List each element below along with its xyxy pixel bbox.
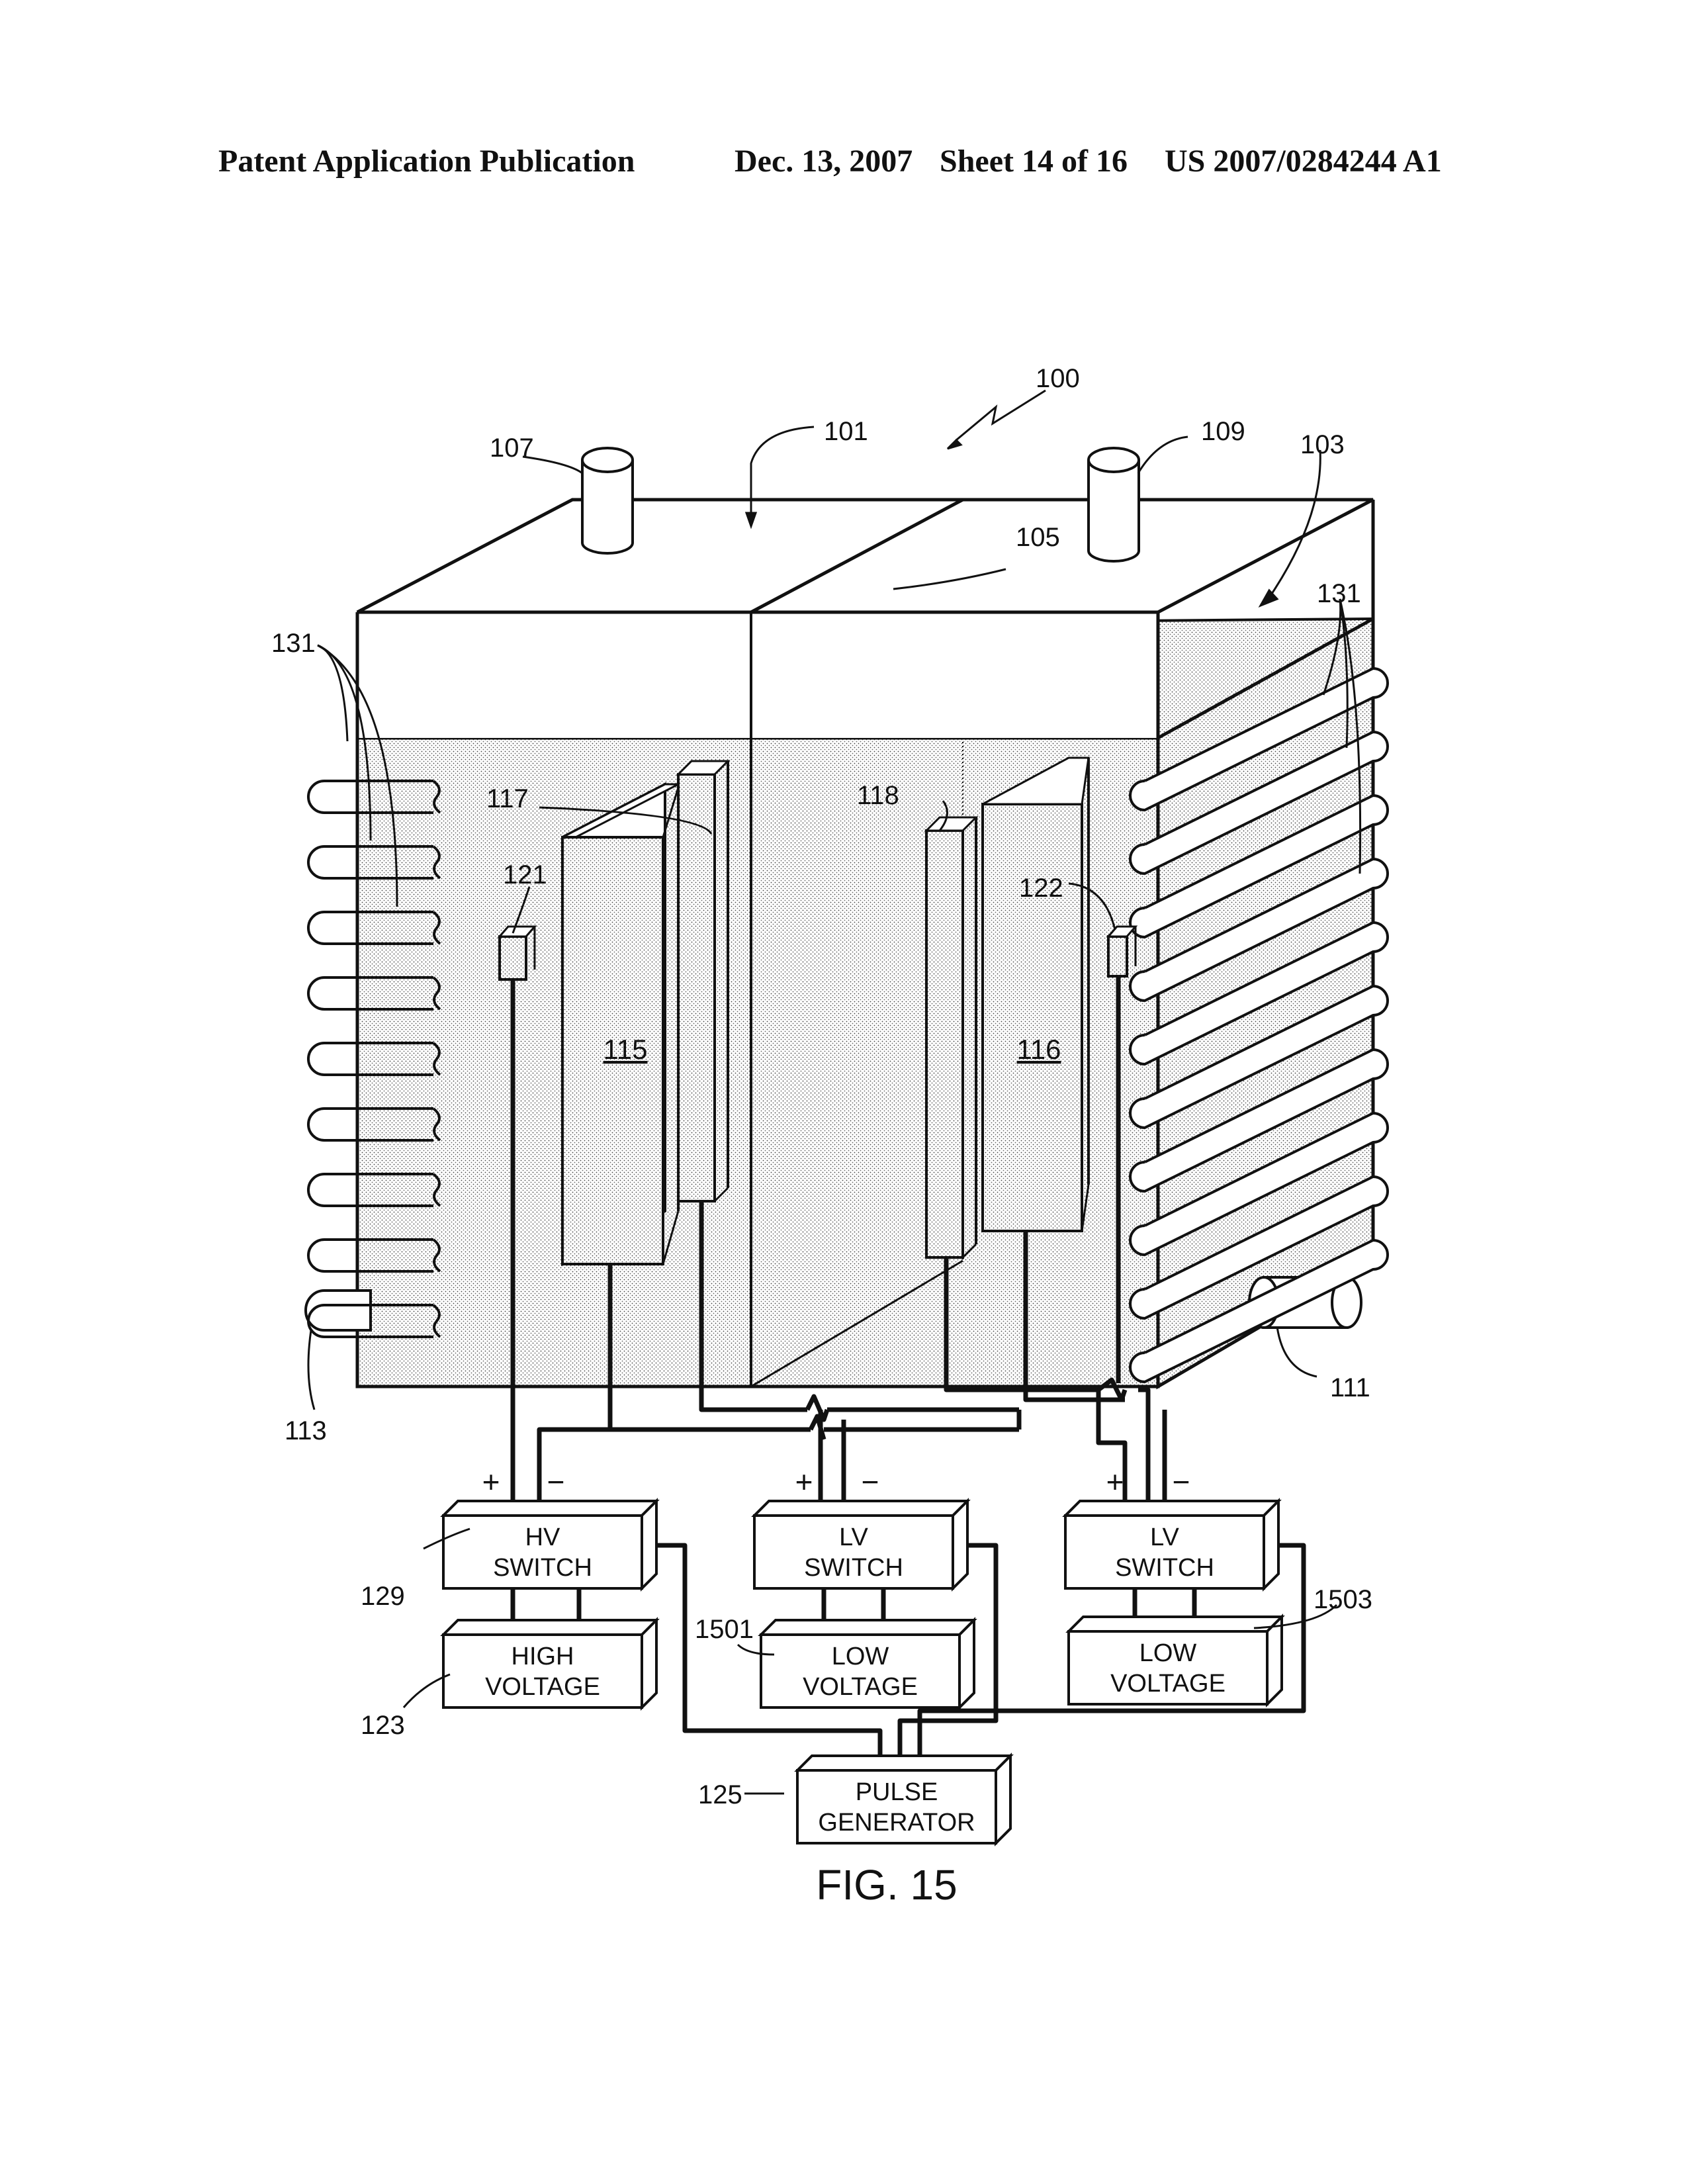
figure-caption: FIG. 15 <box>816 1861 957 1909</box>
label-1503: 1503 <box>1314 1585 1372 1614</box>
label-125: 125 <box>698 1780 742 1809</box>
low-voltage-1-box: LOW VOLTAGE <box>761 1620 974 1707</box>
label-131-left: 131 <box>271 629 316 658</box>
label-123: 123 <box>361 1711 405 1740</box>
label-105: 105 <box>1016 523 1060 552</box>
label-111: 111 <box>1330 1373 1370 1402</box>
lv-switch-1-box-line-2: SWITCH <box>804 1554 903 1582</box>
low-voltage-1-box-line-1: LOW <box>832 1643 889 1670</box>
label-101: 101 <box>824 417 868 446</box>
lv-switch-1-box: LV SWITCH <box>754 1501 967 1588</box>
pulse-generator-box-line-2: GENERATOR <box>818 1809 975 1837</box>
label-117: 117 <box>486 784 529 813</box>
label-122: 122 <box>1019 874 1063 903</box>
label-121: 121 <box>503 860 547 889</box>
plus-hv: + <box>482 1465 500 1499</box>
lv-switch-2-box-line-1: LV <box>1150 1524 1179 1551</box>
label-1501: 1501 <box>695 1615 754 1644</box>
label-129: 129 <box>361 1582 405 1611</box>
low-voltage-2-box-line-1: LOW <box>1139 1639 1197 1667</box>
polarity-marks: + − + − + − <box>482 1465 1190 1499</box>
lv-switch-2-box: LV SWITCH <box>1065 1501 1278 1588</box>
minus-hv: − <box>547 1465 565 1499</box>
lv-switch-1-box-line-1: LV <box>839 1524 868 1551</box>
electrode-plate-116: 116 <box>983 758 1089 1231</box>
minus-lv2: − <box>1173 1465 1190 1499</box>
high-voltage-box-line-2: VOLTAGE <box>485 1673 600 1701</box>
label-109: 109 <box>1201 417 1245 446</box>
hv-switch-box-line-2: SWITCH <box>493 1554 592 1582</box>
port-113 <box>306 1291 371 1330</box>
hv-switch-box: HV SWITCH <box>443 1501 656 1588</box>
lv-switch-2-box-line-2: SWITCH <box>1115 1554 1214 1582</box>
outlet-port-109 <box>1089 448 1139 561</box>
low-voltage-2-box-line-2: VOLTAGE <box>1110 1670 1226 1698</box>
label-107: 107 <box>490 433 534 463</box>
hv-switch-box-line-1: HV <box>525 1524 560 1551</box>
minus-lv1: − <box>862 1465 879 1499</box>
pulse-generator-box: PULSE GENERATOR <box>797 1756 1010 1843</box>
label-100: 100 <box>1036 364 1080 393</box>
plus-lv1: + <box>795 1465 813 1499</box>
label-103: 103 <box>1300 430 1345 459</box>
label-115: 115 <box>603 1034 648 1065</box>
low-voltage-1-box-line-2: VOLTAGE <box>803 1673 918 1701</box>
label-116: 116 <box>1017 1034 1061 1065</box>
inlet-port-107 <box>582 448 633 553</box>
label-131-right: 131 <box>1317 579 1361 608</box>
plus-lv2: + <box>1106 1465 1124 1499</box>
pulse-generator-box-line-1: PULSE <box>856 1778 938 1806</box>
label-118: 118 <box>857 781 899 810</box>
high-voltage-box: HIGH VOLTAGE <box>443 1620 656 1707</box>
electrode-plate-115: 115 <box>562 784 678 1264</box>
label-113: 113 <box>285 1416 327 1445</box>
low-voltage-2-box: LOW VOLTAGE <box>1069 1617 1282 1704</box>
high-voltage-box-line-1: HIGH <box>512 1643 574 1670</box>
